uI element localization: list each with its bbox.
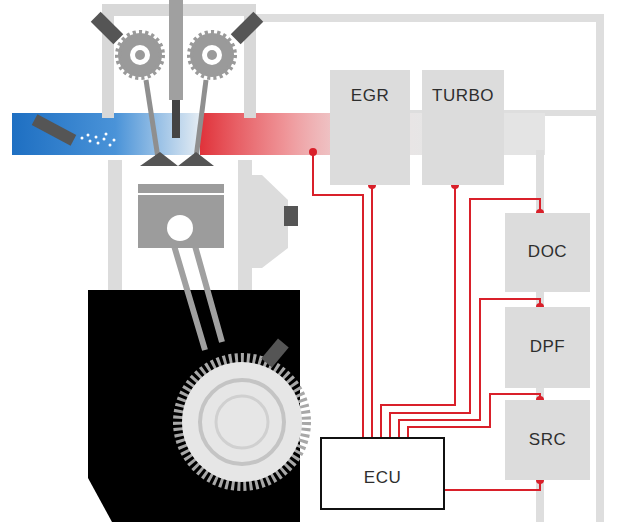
camshaft-gear (118, 33, 162, 77)
ecu-box: ECU (320, 437, 445, 510)
doc-box: DOC (505, 213, 590, 292)
wrist-pin (167, 215, 193, 241)
piston-ring (138, 193, 224, 195)
signal-wire (371, 185, 373, 437)
valve-stem (146, 80, 158, 158)
box-label: ECU (364, 468, 401, 488)
intake-port (12, 113, 200, 155)
injector (91, 12, 124, 45)
box-label: TURBO (432, 86, 494, 106)
spark-plug (169, 0, 183, 100)
box-label: DPF (530, 337, 566, 357)
valve-stem (196, 80, 206, 158)
sensor (284, 206, 298, 226)
box-label: SRC (529, 430, 566, 450)
valve-head (178, 152, 214, 166)
spark-plug-tip (172, 100, 180, 138)
box-label: EGR (351, 86, 389, 106)
intake-injector (32, 114, 76, 145)
camshaft-gear (190, 33, 234, 77)
crank-wheel (178, 358, 306, 486)
crank-sensor (261, 339, 288, 368)
valve-head (140, 152, 178, 166)
sensor-wire (313, 152, 363, 437)
egr-box: EGR (330, 70, 410, 185)
src-box: SRC (505, 400, 590, 480)
box-label: DOC (528, 242, 567, 262)
piston (138, 184, 224, 248)
fuel-spray (81, 133, 116, 147)
injector (231, 12, 264, 45)
signal-wire (381, 185, 455, 437)
signal-wire-group (368, 181, 376, 437)
signal-wire (445, 480, 540, 490)
wire-dot (309, 148, 317, 156)
dpf-box: DPF (505, 307, 590, 388)
signal-wire-group (381, 181, 459, 437)
crankcase-side (245, 175, 288, 268)
turbo-box: TURBO (422, 70, 504, 185)
